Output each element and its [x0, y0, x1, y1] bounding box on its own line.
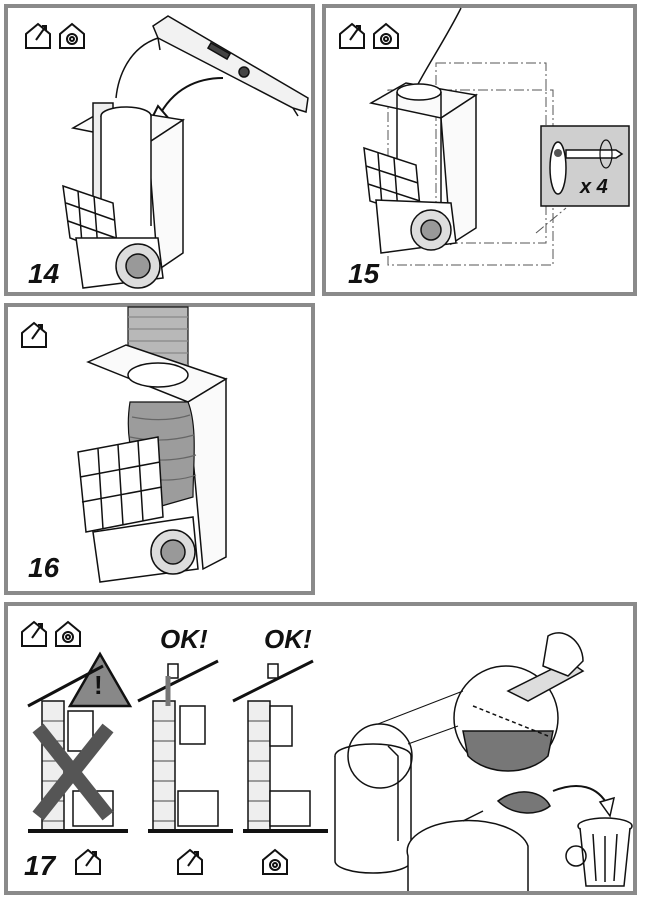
ducted-house-icon	[339, 22, 365, 49]
panel-16: 16	[4, 303, 315, 595]
discard-arrow-head	[598, 796, 616, 818]
hood-canopy	[406, 810, 529, 891]
panel-14-illustration	[25, 15, 309, 289]
ok-label-2: OK!	[264, 624, 312, 654]
ok-label-1: OK!	[160, 624, 208, 654]
screw-count-label: x 4	[580, 176, 608, 198]
screw-detail-box	[540, 125, 630, 207]
ducted-house-icon	[21, 321, 47, 348]
scissors-hand	[506, 632, 585, 702]
blower-motor	[92, 516, 199, 583]
ducted-house-icon	[177, 848, 203, 875]
ducted-house-icon	[25, 22, 51, 49]
cut-piece	[496, 791, 551, 814]
step-number: 14	[28, 258, 60, 289]
recirculating-house-icon	[373, 22, 399, 49]
wall-diagram-ok-2	[232, 659, 328, 833]
ducted-house-icon	[21, 620, 47, 647]
chimney-cylinder	[334, 743, 412, 874]
wall-diagram-wrong	[27, 664, 128, 833]
step-number: 16	[28, 552, 60, 583]
step-number: 15	[348, 258, 380, 289]
panel-15: x 4 15	[322, 4, 637, 296]
blower-motor	[375, 199, 457, 254]
cable-line	[115, 37, 159, 99]
blower-motor	[75, 237, 164, 289]
warning-triangle	[67, 651, 133, 708]
mounting-bracket	[86, 344, 228, 571]
panel-14: 14	[4, 4, 315, 296]
trash-bin-icon	[565, 817, 633, 887]
ducted-house-icon	[75, 848, 101, 875]
panel-17-illustration	[21, 620, 633, 891]
panel-15-illustration	[339, 7, 630, 266]
wall-diagram-ok-1	[137, 659, 233, 833]
recirculating-house-icon	[59, 22, 85, 49]
panel-16-illustration	[21, 306, 228, 583]
warning-symbol: !	[94, 670, 103, 700]
mount-arrow	[157, 77, 224, 119]
panel-17: ! OK! OK! 17	[4, 602, 637, 895]
step-number: 17	[24, 850, 56, 881]
recirculating-house-icon	[262, 848, 288, 875]
recirculating-house-icon	[55, 620, 81, 647]
discard-arrow	[552, 785, 609, 807]
duct-ring	[396, 83, 442, 208]
carbon-filter	[77, 436, 164, 533]
cable-line	[415, 7, 462, 89]
